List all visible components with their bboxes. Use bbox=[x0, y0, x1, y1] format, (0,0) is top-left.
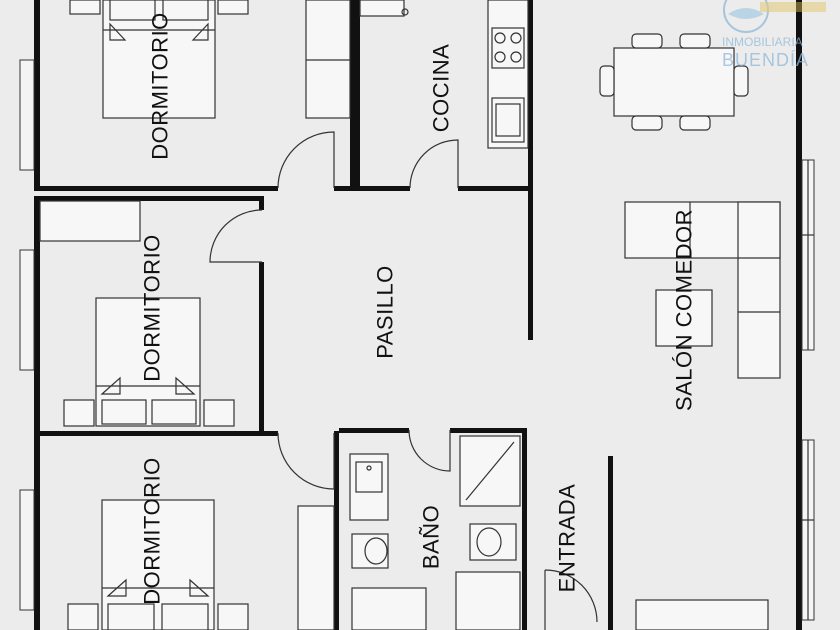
brand-line2: BUENDÍA bbox=[722, 50, 809, 70]
exterior-walls bbox=[19, 0, 815, 630]
brand-line1: INMOBILIARIA bbox=[722, 35, 803, 49]
brand-watermark: INMOBILIARIA BUENDÍA bbox=[722, 0, 826, 70]
room-label-bano: BAÑO bbox=[419, 505, 444, 569]
bed-top bbox=[69, 0, 249, 119]
room-label-entrada: ENTRADA bbox=[555, 484, 580, 593]
bed-bottom bbox=[67, 499, 249, 630]
room-label-dormitorio-middle: DORMITORIO bbox=[140, 234, 165, 382]
wardrobe-bottom bbox=[297, 505, 335, 630]
interior-walls bbox=[34, 0, 613, 630]
room-label-cocina: COCINA bbox=[429, 44, 454, 133]
bathroom-fixtures bbox=[349, 435, 521, 630]
doors bbox=[209, 131, 598, 630]
room-label-dormitorio-bottom: DORMITORIO bbox=[140, 457, 165, 605]
brand-logo-icon bbox=[723, 0, 769, 33]
dining-table bbox=[599, 33, 749, 131]
room-label-dormitorio-top: DORMITORIO bbox=[148, 12, 173, 160]
kitchen-counter bbox=[359, 0, 529, 149]
wardrobe-top bbox=[305, 0, 351, 119]
entry-cabinet bbox=[635, 599, 769, 630]
room-label-salon-comedor: SALÓN COMEDOR bbox=[672, 209, 697, 411]
bed-middle bbox=[39, 200, 235, 427]
sofa bbox=[624, 201, 781, 379]
room-label-pasillo: PASILLO bbox=[373, 265, 398, 359]
